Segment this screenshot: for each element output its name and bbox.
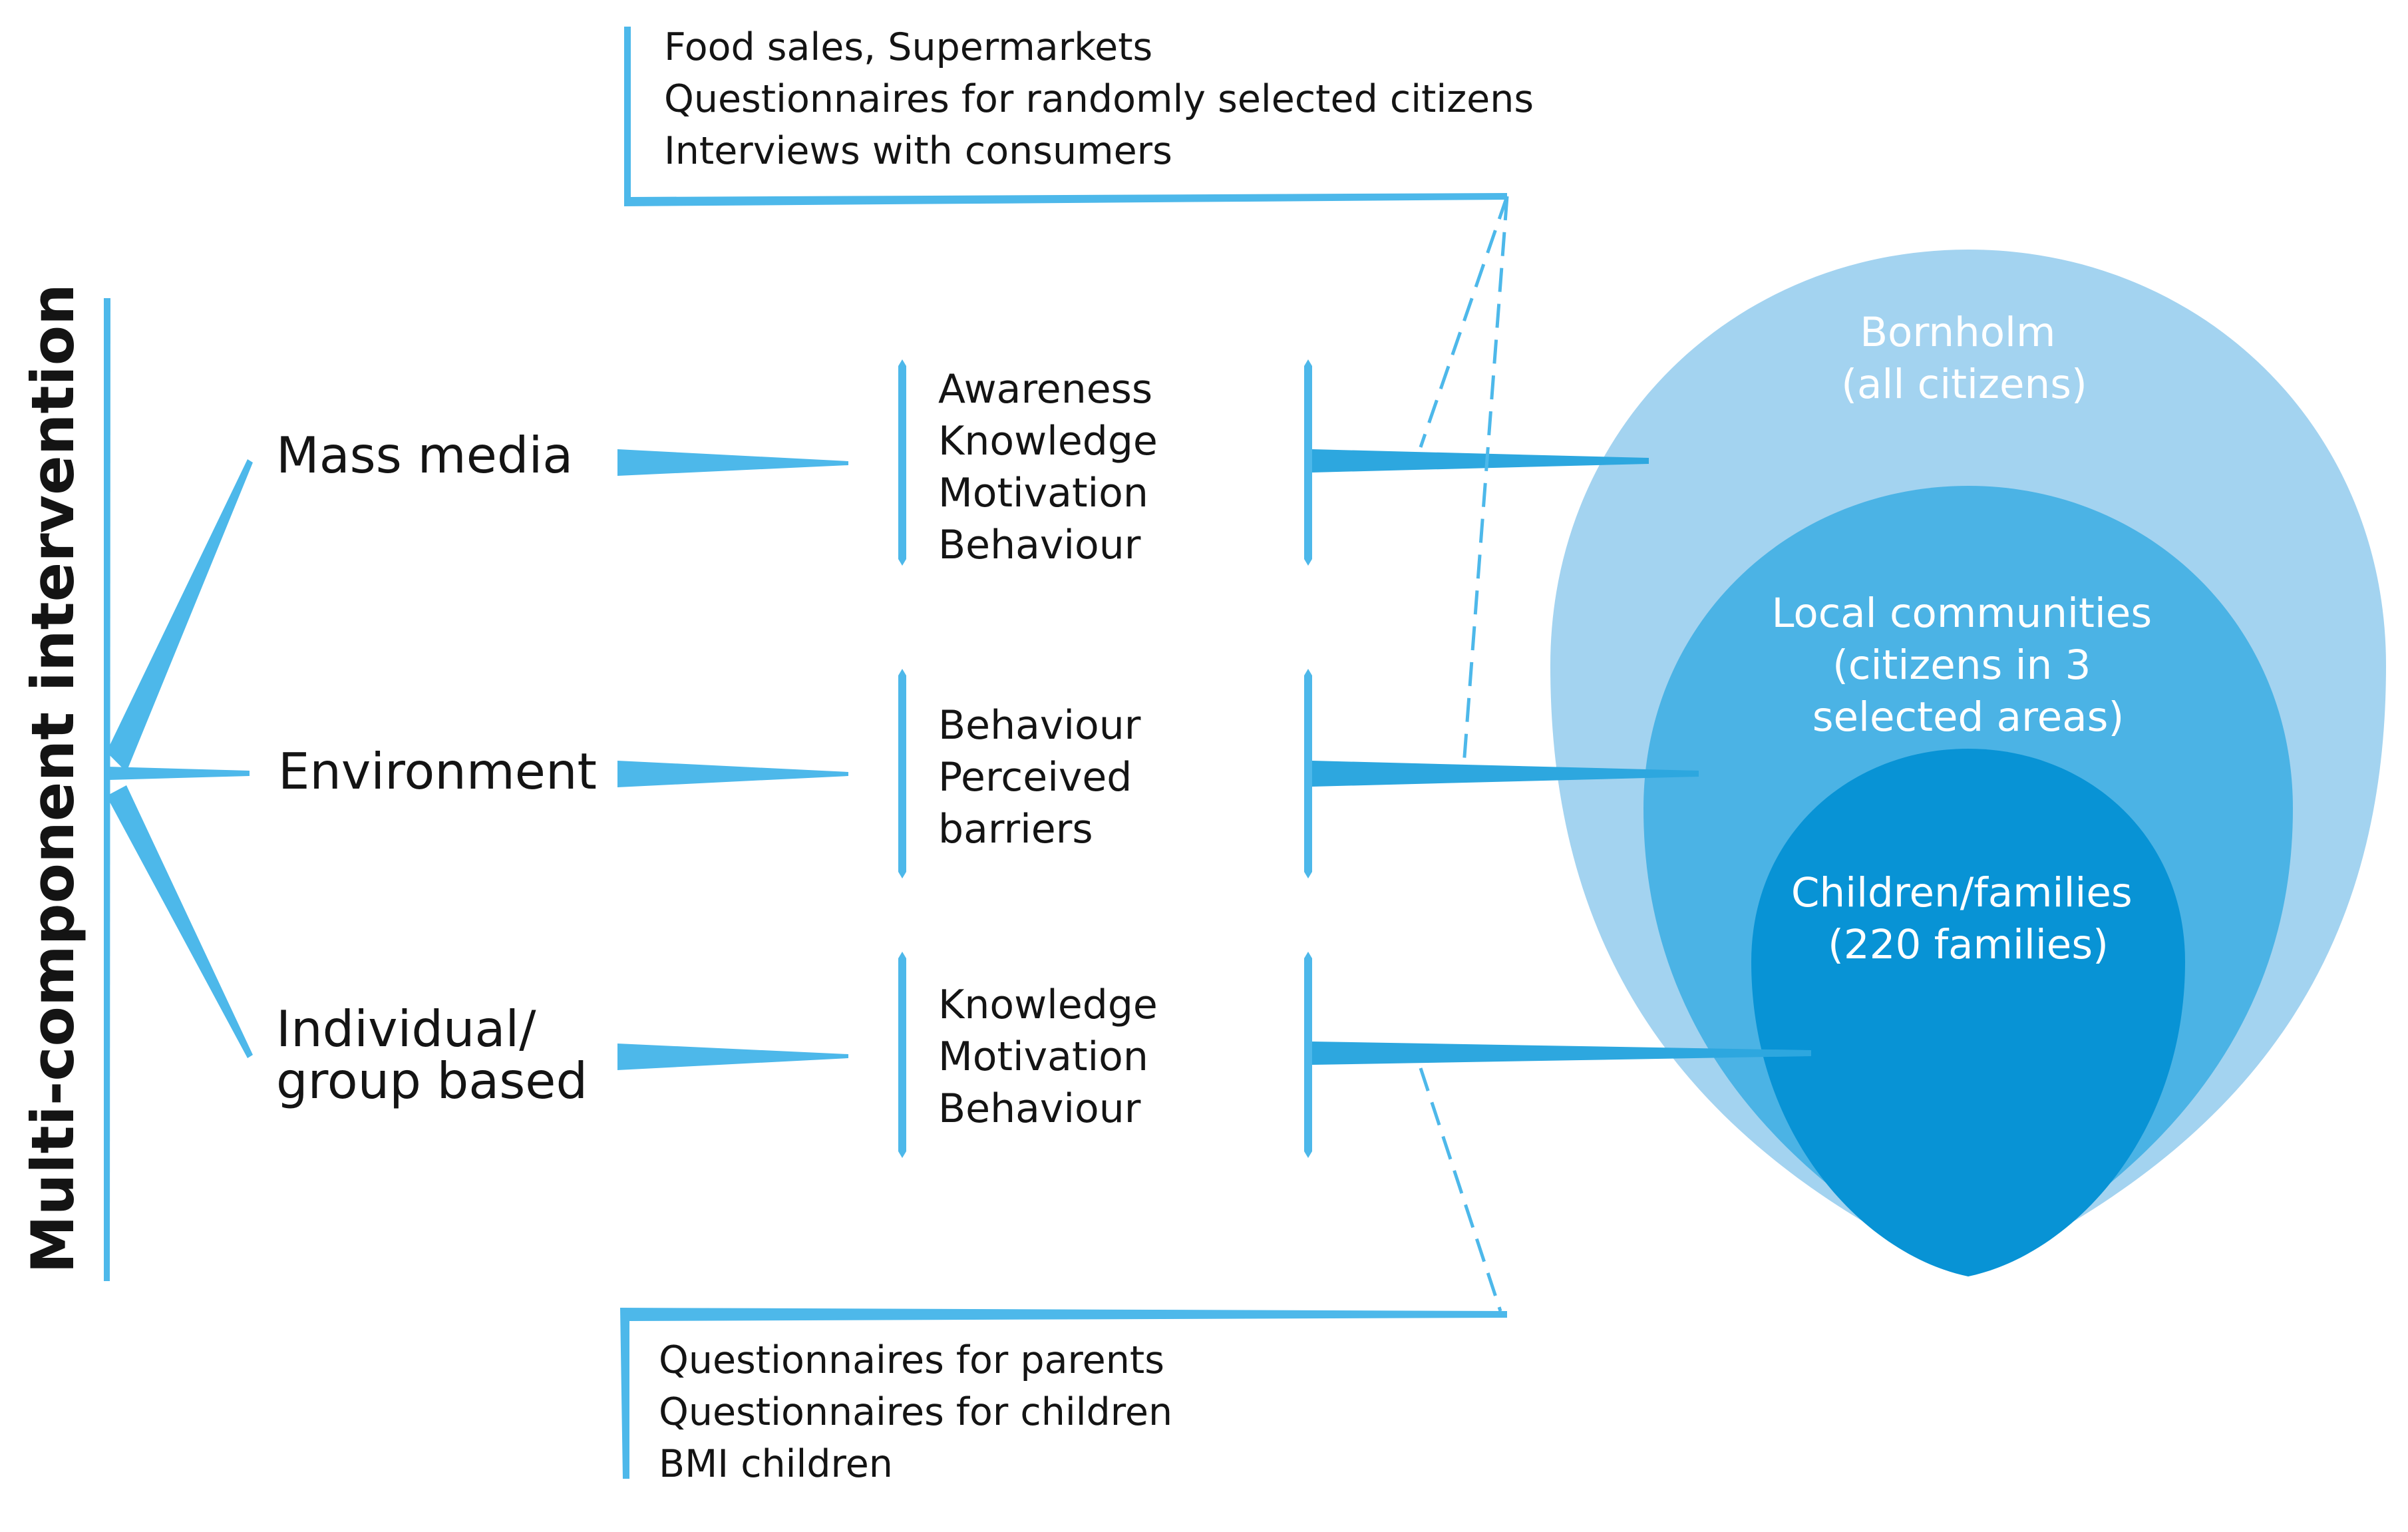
outcome-bar-3-left <box>898 952 906 1158</box>
outcome-lists: Awareness Knowledge Motivation Behaviour… <box>938 366 1170 1132</box>
dashed-line-top-1 <box>1419 196 1509 448</box>
drop-children-families <box>1751 749 2185 1276</box>
outcome-bar-1-left <box>898 359 906 566</box>
component-environment: Environment <box>278 742 597 801</box>
outcome-item: Knowledge <box>938 418 1158 465</box>
component-arrows <box>617 449 848 1070</box>
outcome-bar-2-left <box>898 669 906 878</box>
outcome-item: Behaviour <box>938 522 1141 568</box>
target-group-labels: Bornholm (all citizens) Local communitie… <box>1771 309 2164 968</box>
outcome-item: Behaviour <box>938 702 1141 749</box>
measure-item: Food sales, Supermarkets <box>664 25 1152 69</box>
target-label-children-families: Children/families (220 families) <box>1791 869 2145 968</box>
target-label-line: selected areas) <box>1812 693 2125 741</box>
outcome-bar-3-right <box>1304 952 1312 1158</box>
target-label-line: (220 families) <box>1828 921 2109 968</box>
target-label-line: (all citizens) <box>1841 361 2087 408</box>
connector-children-families <box>1312 1042 1811 1065</box>
connector-bornholm <box>1312 449 1649 473</box>
outcome-item: Knowledge <box>938 982 1158 1028</box>
measure-item: Questionnaires for parents <box>659 1338 1164 1382</box>
outcome-item: Awareness <box>938 366 1152 413</box>
measure-item: Questionnaires for children <box>659 1390 1172 1434</box>
component-individual-line-2: group based <box>276 1052 588 1110</box>
outcome-bar-1-right <box>1304 359 1312 566</box>
outcome-brackets <box>898 359 1312 1158</box>
arrow-mass-media <box>617 449 848 476</box>
vertical-title: Multi-component intervention <box>19 284 87 1274</box>
target-label-local-communities: Local communities (citizens in 3 selecte… <box>1771 590 2164 741</box>
outcome-item: Motivation <box>938 470 1148 516</box>
arrow-individual <box>617 1044 848 1070</box>
outcome-item: Motivation <box>938 1034 1148 1080</box>
target-label-bornholm: Bornholm (all citizens) <box>1841 309 2087 408</box>
component-individual-line-1: Individual/ <box>276 1000 536 1058</box>
measure-item: Questionnaires for randomly selected cit… <box>664 77 1534 121</box>
outcome-list-mass-media: Awareness Knowledge Motivation Behaviour <box>938 366 1170 568</box>
measure-item: Interviews with consumers <box>664 129 1172 173</box>
outcome-item: Perceived <box>938 754 1132 801</box>
measure-dashed-lines <box>1419 196 1509 1312</box>
dashed-line-top-2 <box>1462 196 1509 766</box>
outcome-item: barriers <box>938 806 1093 853</box>
outcome-bar-2-right <box>1304 669 1312 878</box>
component-mass-media-line: Mass media <box>276 426 573 484</box>
target-label-line: Bornholm <box>1860 309 2055 356</box>
arrow-environment <box>617 761 848 787</box>
outcome-list-individual: Knowledge Motivation Behaviour <box>938 982 1170 1132</box>
target-groups <box>1550 250 2386 1276</box>
target-label-line: (citizens in 3 <box>1832 642 2091 689</box>
measure-item: BMI children <box>659 1442 893 1486</box>
measure-lists: Food sales, Supermarkets Questionnaires … <box>659 25 1546 1486</box>
outcome-list-environment: Behaviour Perceived barriers <box>938 702 1154 853</box>
measures-bottom-list: Questionnaires for parents Questionnaire… <box>659 1338 1184 1486</box>
fan-arm-individual <box>106 785 253 1058</box>
fan-arm-mass-media <box>106 459 253 772</box>
component-environment-line: Environment <box>278 742 597 801</box>
connector-local-communities <box>1312 761 1699 787</box>
left-vertical-bar <box>104 298 110 1281</box>
target-label-line: Local communities <box>1771 590 2152 637</box>
measures-top-list: Food sales, Supermarkets Questionnaires … <box>664 25 1546 173</box>
component-labels: Mass media Environment Individual/ group… <box>276 426 597 1110</box>
component-mass-media: Mass media <box>276 426 573 484</box>
outcome-item: Behaviour <box>938 1085 1141 1132</box>
target-connectors <box>1312 449 1811 1065</box>
dashed-line-bottom <box>1419 1067 1502 1312</box>
component-individual-group: Individual/ group based <box>276 1000 588 1110</box>
measure-brackets <box>620 27 1507 1479</box>
fan-arm-environment <box>108 767 250 780</box>
target-label-line: Children/families <box>1791 869 2133 916</box>
intervention-fan <box>104 298 253 1281</box>
